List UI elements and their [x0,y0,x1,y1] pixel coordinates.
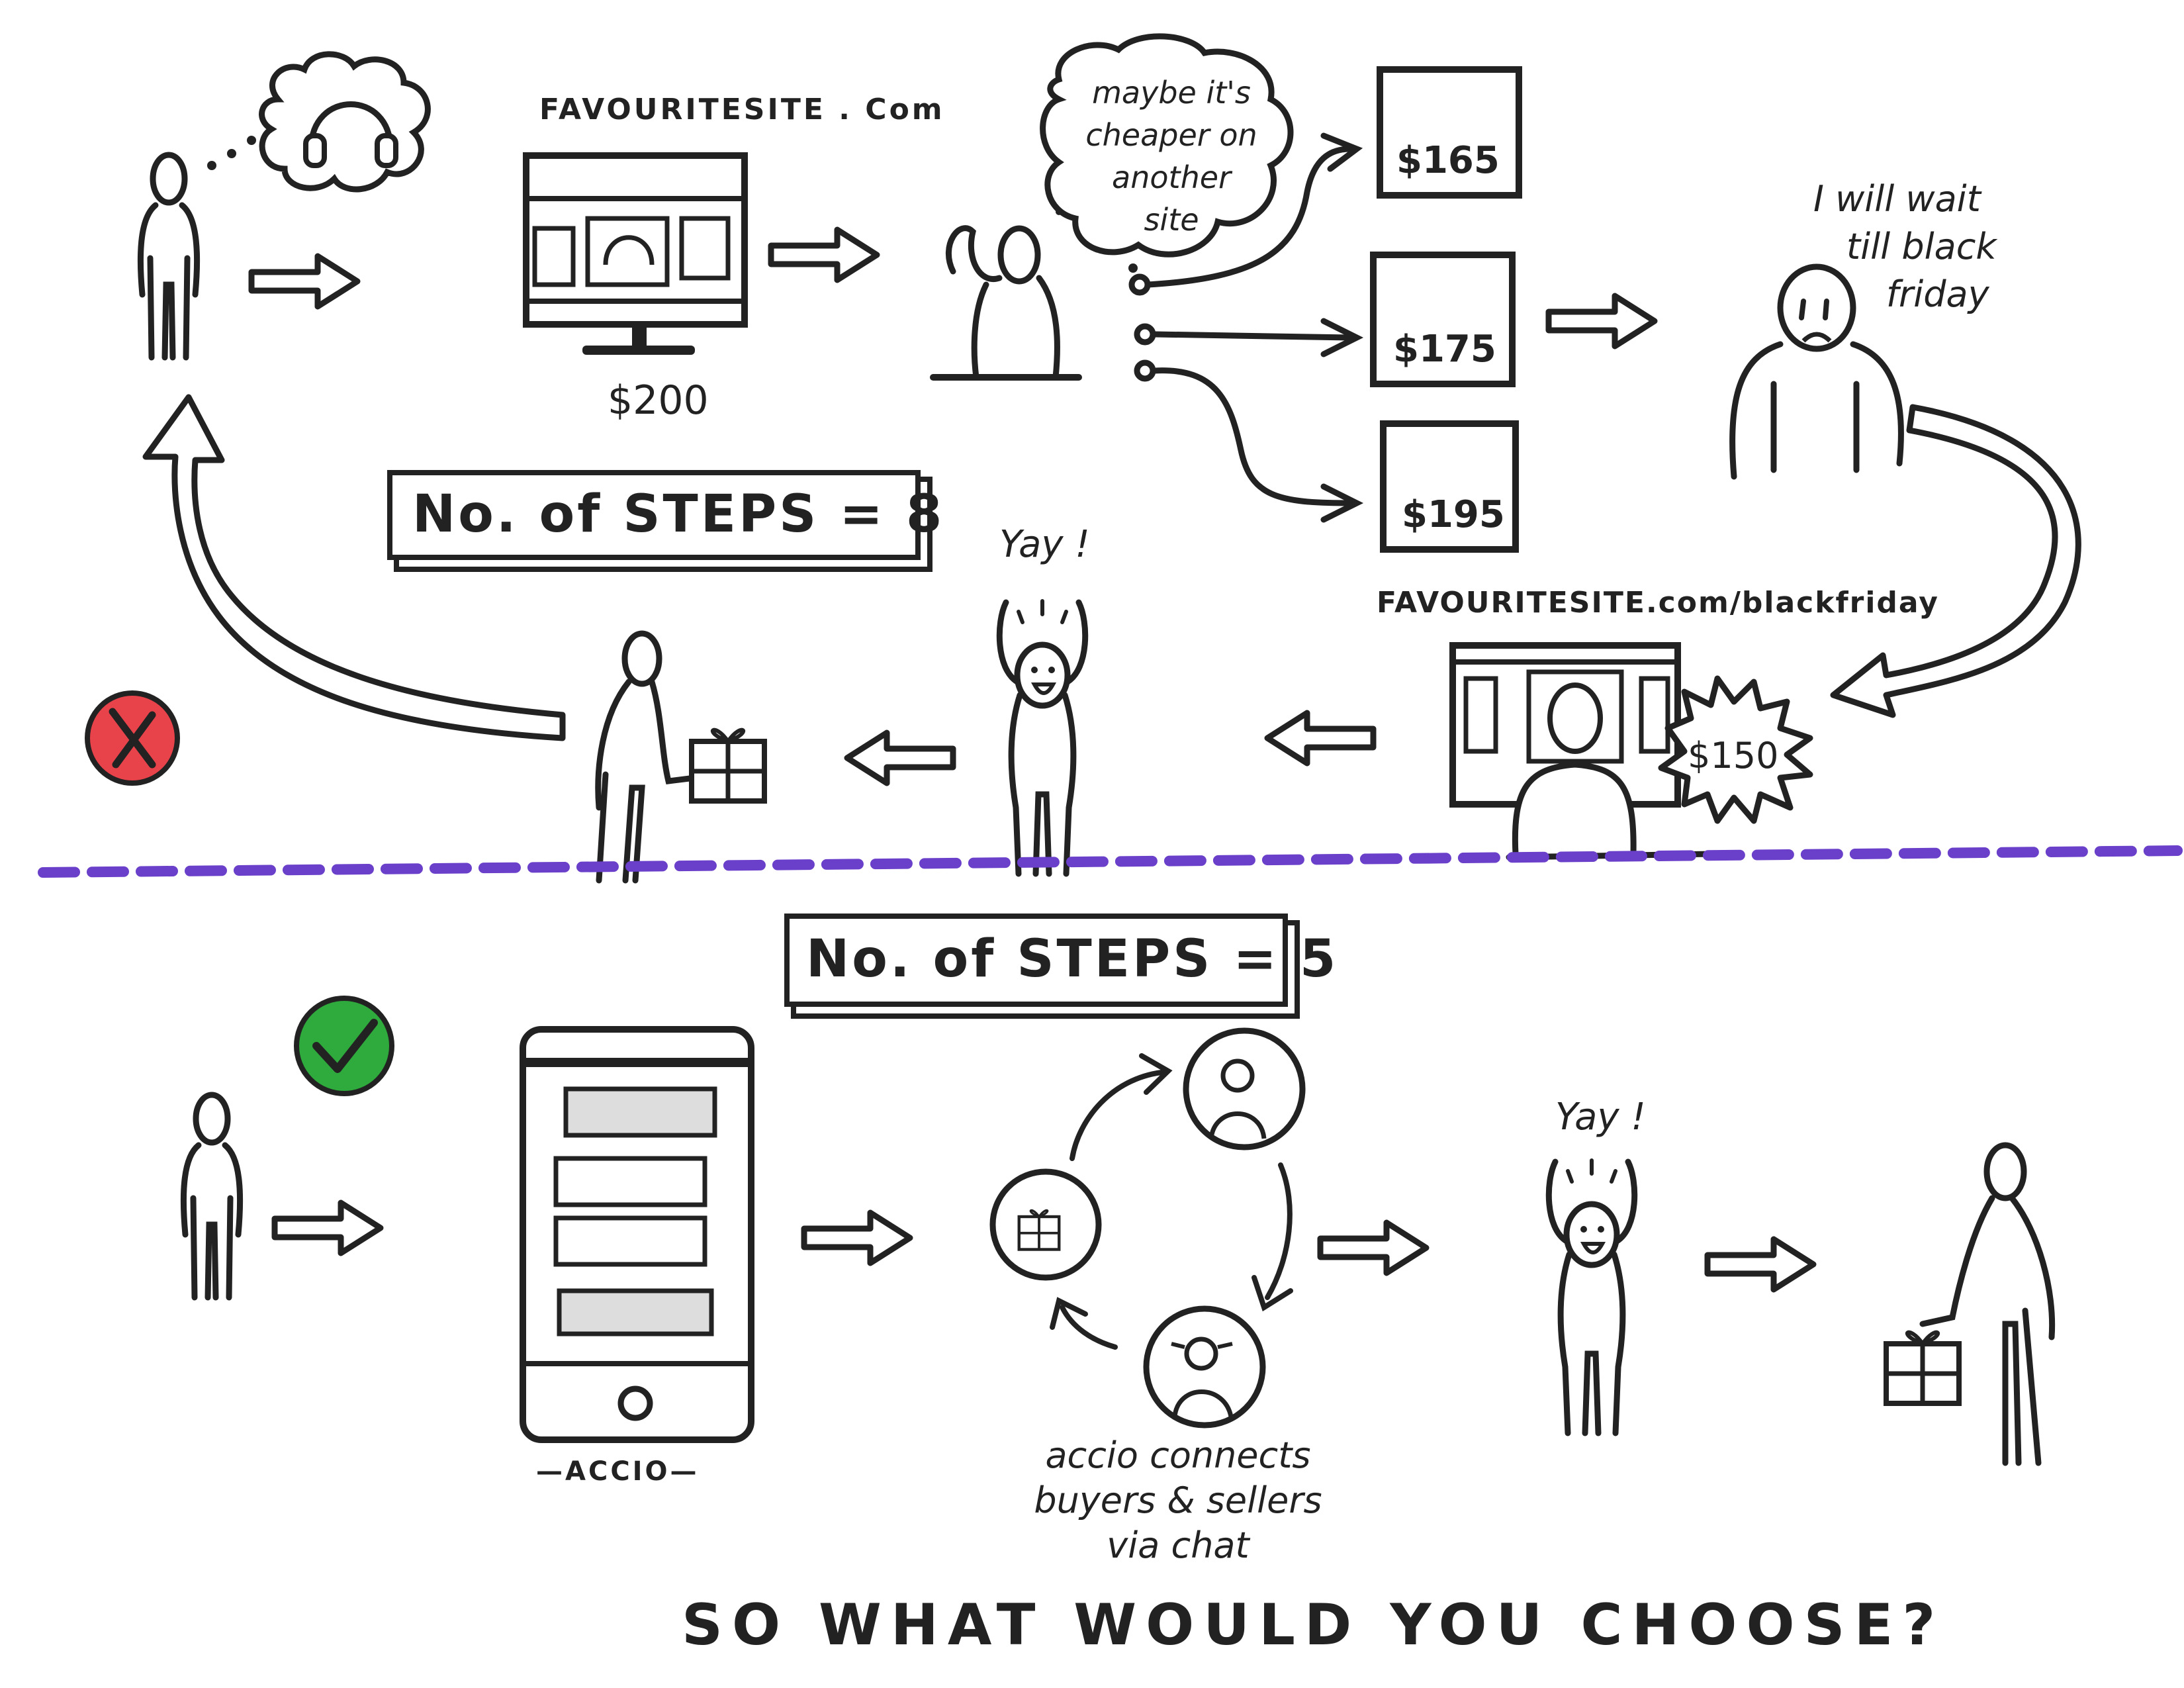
thought-line: site [1072,199,1271,241]
shopper-person-icon [140,155,197,357]
thought-cloud-icon [262,54,428,189]
yay-person-icon [1549,1160,1634,1433]
thought-line: another [1072,156,1271,199]
price-175: $175 [1393,328,1496,371]
site-label: FAVOURITESITE . Com [539,93,945,126]
steps-count-top-label: No. of STEPS = 8 [412,485,944,544]
thought-dots [207,136,256,170]
arrow-icon [1320,1223,1426,1273]
gift-giver-person-icon [598,633,695,880]
price-165: $165 [1396,139,1500,182]
arrow-icon [1549,296,1655,346]
thought-text: maybe it's cheaper on another site [1072,71,1271,241]
thinking-person-icon [933,199,1079,377]
phone-icon [523,1029,751,1440]
wait-line: I will wait [1813,175,1997,223]
yay-text: Yay ! [999,523,1090,566]
arrow-icon [1267,713,1373,763]
section-divider [43,851,2177,872]
wait-line: friday [1813,271,1997,318]
yay-person-icon [999,601,1085,874]
chat-cycle [993,1031,1302,1425]
cross-icon [87,693,177,783]
wait-line: till black [1813,223,1997,271]
connect-line: via chat [1006,1523,1350,1568]
shopper-person-icon [183,1095,240,1297]
sale-price: $150 [1688,735,1778,776]
price-195: $195 [1402,493,1505,536]
gift-icon [692,730,764,801]
gift-icon [1886,1333,1959,1403]
gift-giver-person-icon [1923,1145,2052,1463]
wait-text: I will wait till black friday [1813,175,1997,318]
steps-count-bottom-label: No. of STEPS = 5 [806,929,1338,989]
arrow-icon [804,1213,910,1263]
steps-count-top: No. of STEPS = 8 [387,470,921,560]
price-main: $200 [608,377,709,424]
return-arrow-icon [146,397,563,738]
question-text: SO WHAT WOULD YOU CHOOSE? [682,1592,1944,1658]
monitor-icon [526,156,745,355]
arrow-icon [847,733,953,783]
arrow-icon [275,1203,381,1253]
steps-count-bottom: No. of STEPS = 5 [784,914,1288,1007]
check-icon [296,998,392,1094]
connect-text: accio connects buyers & sellers via chat [1006,1433,1350,1568]
thought-line: maybe it's [1072,71,1271,114]
blackfriday-label: FAVOURITESITE.com/blackfriday [1377,586,1939,620]
connect-line: buyers & sellers [1006,1478,1350,1523]
thought-line: cheaper on [1072,114,1271,156]
arrow-icon [1707,1239,1813,1289]
blackfriday-screen-icon [1453,645,1714,857]
curve-arrow-icon [1833,407,2078,715]
yay-text: Yay ! [1555,1096,1646,1139]
arrow-icon [771,230,877,280]
app-label: —ACCIO— [536,1456,700,1487]
arrow-icon [251,256,357,306]
connect-line: accio connects [1006,1433,1350,1478]
